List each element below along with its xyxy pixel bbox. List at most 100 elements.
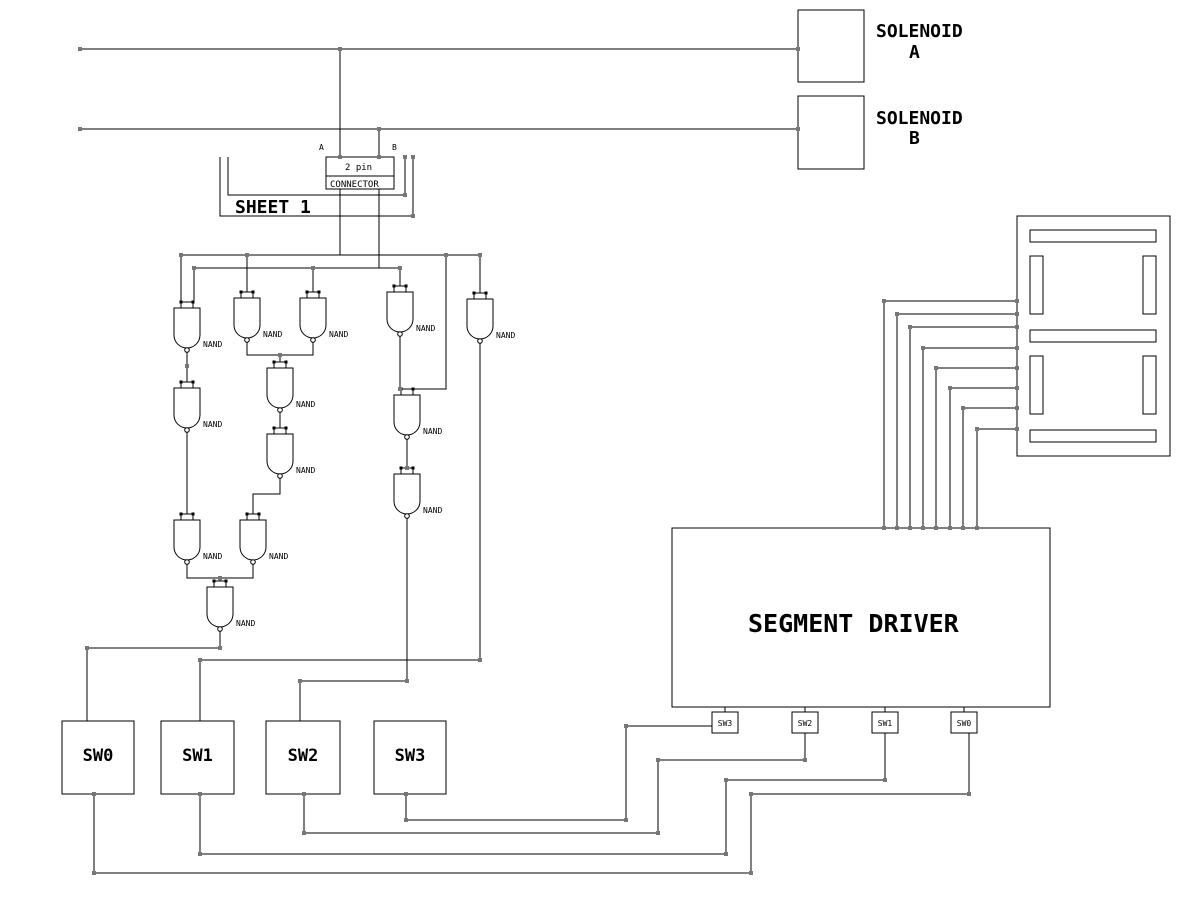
junction-dot [961, 526, 965, 530]
nand-gate: NAND [173, 512, 222, 565]
nand-gate: NAND [393, 466, 442, 519]
switch-label: SW1 [182, 746, 213, 766]
nand-gate: NAND [266, 426, 315, 479]
junction-dot [656, 758, 660, 762]
junction-dot [404, 818, 408, 822]
segment-b [1142, 255, 1157, 315]
junction-dot [934, 526, 938, 530]
junction-dot [405, 679, 409, 683]
junction-dot [298, 679, 302, 683]
driver-input-label: SW3 [718, 719, 733, 728]
junction-dots [78, 47, 1019, 875]
wire-segment [962, 407, 1017, 528]
junction-dot [1015, 325, 1019, 329]
junction-dot [92, 792, 96, 796]
wire [246, 341, 314, 356]
nand-gate: NAND [233, 290, 282, 343]
junction-dot [1015, 427, 1019, 431]
junction-dot [967, 792, 971, 796]
switch-label: SW3 [395, 746, 426, 766]
junction-dot [398, 266, 402, 270]
switch-sw1[interactable]: SW1 [160, 720, 235, 795]
wire [413, 255, 447, 390]
wire-sheet-inner [227, 156, 406, 196]
solenoid-a-label: SOLENOID [876, 21, 963, 42]
driver-input-label: SW2 [798, 719, 813, 728]
gate-label: NAND [296, 400, 315, 409]
wire-sw0-driver [93, 733, 970, 874]
gate-label: NAND [423, 427, 442, 436]
segment-f [1029, 255, 1044, 315]
switch-sw0[interactable]: SW0 [61, 720, 135, 795]
junction-dot [961, 406, 965, 410]
junction-dot [883, 778, 887, 782]
nand-gate: NAND [466, 291, 515, 344]
gate-label: NAND [203, 340, 222, 349]
junction-dot [796, 47, 800, 51]
connector-pin-b: B [392, 143, 397, 152]
nand-gate: NAND [393, 387, 442, 440]
junction-dot [908, 325, 912, 329]
junction-dot [179, 253, 183, 257]
wire-segment [949, 387, 1017, 528]
wire-segment [976, 428, 1017, 528]
nand-gate: NAND [266, 360, 315, 413]
gate-label: NAND [416, 324, 435, 333]
junction-dot [85, 646, 89, 650]
junction-dot [1015, 386, 1019, 390]
junction-dot [338, 155, 342, 159]
junction-dot [724, 778, 728, 782]
junction-dot [338, 47, 342, 51]
segment-c [1142, 355, 1157, 415]
junction-dot [624, 724, 628, 728]
solenoid-a-box [797, 9, 865, 83]
junction-dot [1015, 366, 1019, 370]
junction-dot [934, 366, 938, 370]
gate-label: NAND [296, 466, 315, 475]
junction-dot [198, 658, 202, 662]
wire-sheet-outer [219, 156, 414, 217]
nand-gate: NAND [173, 380, 222, 433]
junction-dot [198, 852, 202, 856]
junction-dot [78, 127, 82, 131]
switch-label: SW2 [288, 746, 319, 766]
wire [186, 563, 254, 579]
junction-dot [882, 299, 886, 303]
junction-dot [311, 266, 315, 270]
gate-label: NAND [269, 552, 288, 561]
gate-label: NAND [496, 331, 515, 340]
driver-input-label: SW0 [957, 719, 972, 728]
junction-dot [1015, 346, 1019, 350]
junction-dot [724, 852, 728, 856]
wire-sw0 [86, 630, 221, 721]
wire-sw1-driver [199, 733, 886, 855]
driver-input-sw3: SW3 [711, 707, 739, 734]
solenoid-b-letter: B [909, 128, 920, 149]
nand-gate: NAND [173, 300, 222, 353]
junction-dot [192, 266, 196, 270]
switch-sw2[interactable]: SW2 [265, 720, 341, 795]
junction-dot [377, 155, 381, 159]
junction-dot [411, 155, 415, 159]
junction-dot [895, 526, 899, 530]
segment-driver-label: SEGMENT DRIVER [748, 609, 960, 638]
switches: SW0 SW1 SW2 SW3 [61, 720, 447, 795]
gate-label: NAND [263, 330, 282, 339]
nand-gates: NAND NAND NAND NAND NAND NAND NAND NAND NAND NAND… [173, 284, 515, 632]
solenoid-a-letter: A [909, 42, 920, 63]
switch-sw3[interactable]: SW3 [373, 720, 447, 795]
segment-d [1029, 429, 1157, 443]
junction-dot [78, 47, 82, 51]
sheet-label: SHEET 1 [235, 197, 311, 218]
junction-dot [278, 353, 282, 357]
junction-dot [478, 253, 482, 257]
junction-dot [749, 871, 753, 875]
wire [252, 477, 281, 514]
junction-dot [882, 526, 886, 530]
solenoid-b-label: SOLENOID [876, 108, 963, 129]
junction-dot [218, 576, 222, 580]
junction-dot [403, 193, 407, 197]
junction-dot [185, 364, 189, 368]
junction-dot [908, 526, 912, 530]
